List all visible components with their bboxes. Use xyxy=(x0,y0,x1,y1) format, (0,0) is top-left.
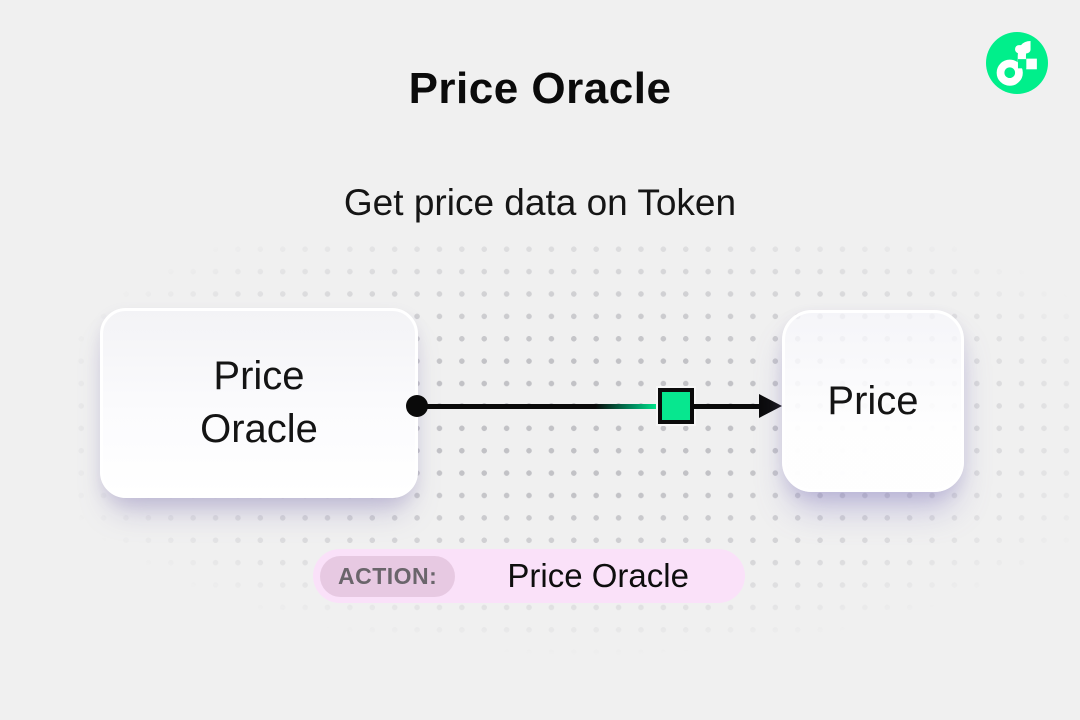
action-square-icon xyxy=(658,388,694,424)
node-price-label: Price xyxy=(827,378,919,423)
action-badge: ACTION: Price Oracle xyxy=(313,549,745,603)
connector-line xyxy=(694,404,759,409)
node-price: Price xyxy=(782,310,964,492)
node-price-oracle-label: Price Oracle xyxy=(200,354,318,451)
connector-line xyxy=(417,404,658,409)
page-title: Price Oracle xyxy=(408,64,672,113)
action-badge-label: ACTION: xyxy=(320,555,456,597)
node-price-oracle: Price Oracle xyxy=(100,308,418,498)
arrowhead-icon xyxy=(759,394,782,418)
flow-logo-icon xyxy=(986,32,1048,94)
page-subtitle: Get price data on Token xyxy=(343,182,737,223)
action-badge-value: Price Oracle xyxy=(507,557,689,594)
